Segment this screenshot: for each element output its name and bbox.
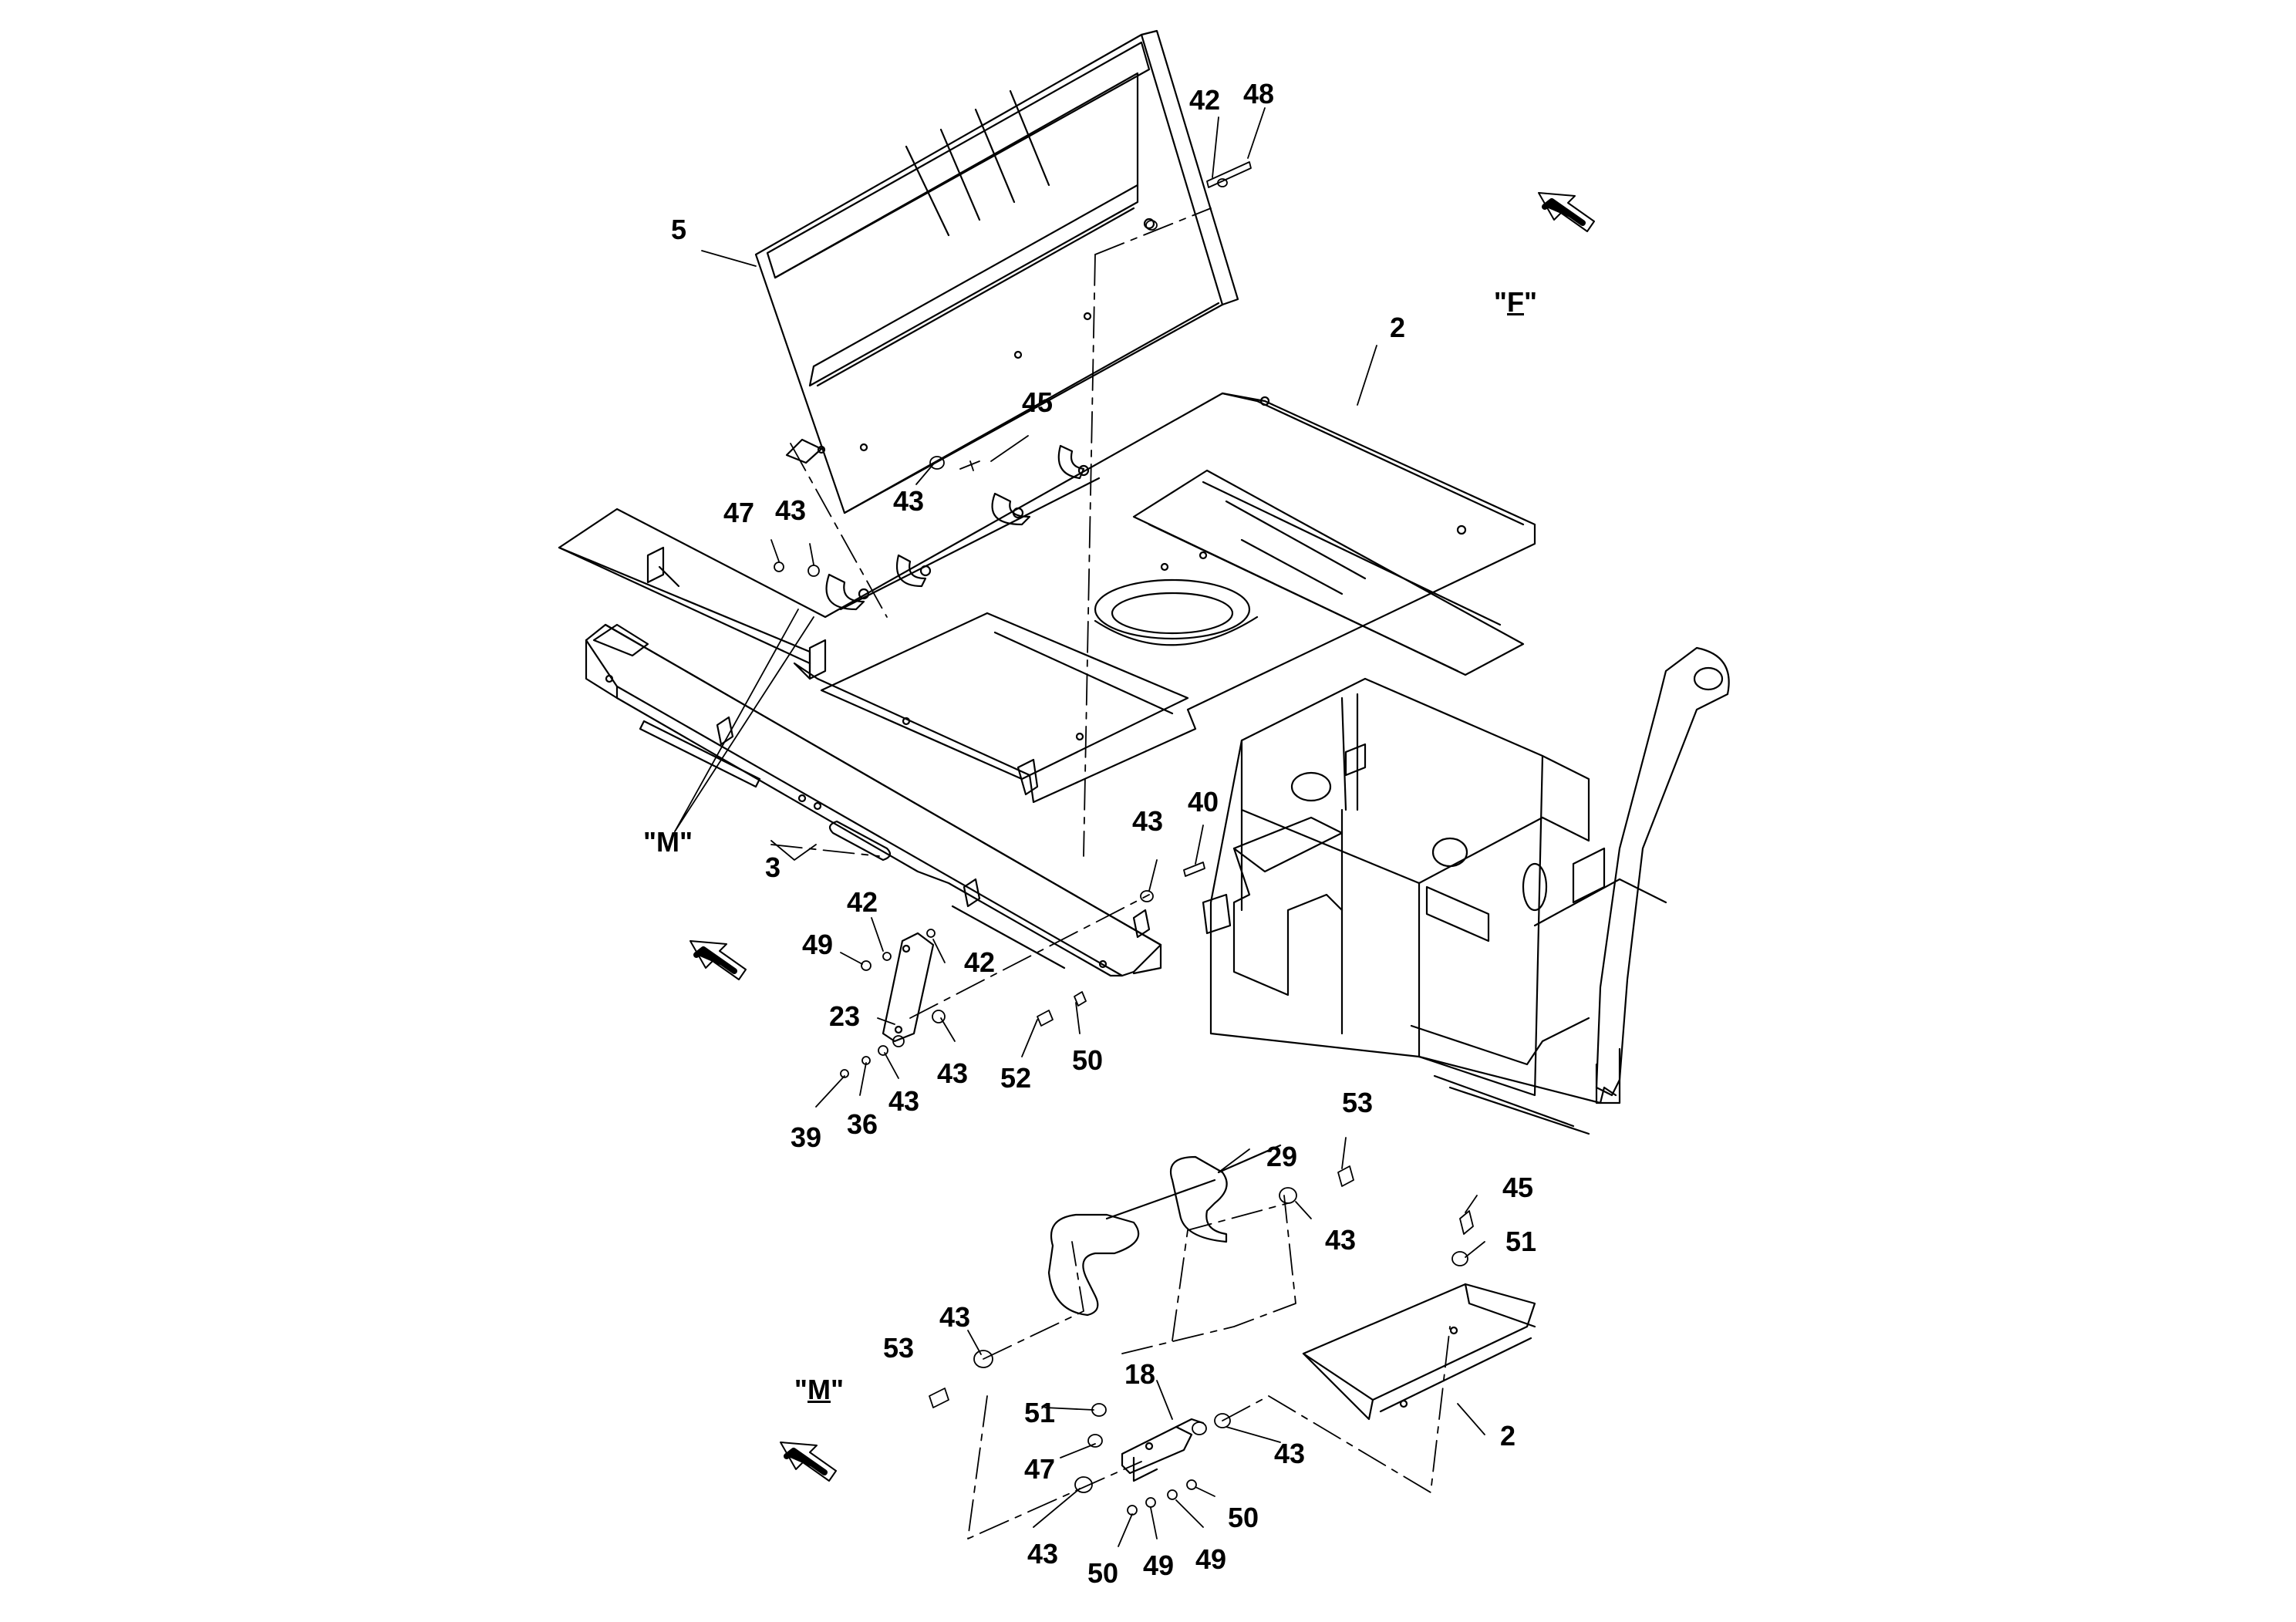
callout-2: 2: [1389, 312, 1406, 343]
callout-52: 52: [1000, 1062, 1032, 1094]
view-label-f: "F": [1494, 288, 1537, 316]
callout-42: 42: [846, 886, 878, 918]
view-label-f-open: ": [1493, 286, 1507, 318]
fasteners: [774, 161, 1474, 1516]
view-label-m-open: ": [794, 1374, 807, 1405]
leader-lines: [674, 107, 1485, 1547]
hinge-brackets-upper: [825, 444, 1101, 611]
callout-43: 43: [774, 494, 807, 526]
callout-36: 36: [846, 1108, 878, 1140]
part-5-cover-panel: [754, 29, 1239, 514]
callout-23: 23: [828, 1000, 861, 1032]
direction-arrow-icon: [780, 1442, 837, 1482]
part-3-rail: [585, 623, 1162, 977]
callout-47: 47: [723, 497, 755, 528]
callout-5: 5: [670, 214, 687, 245]
callout-53: 53: [882, 1332, 915, 1364]
callout-43: 43: [939, 1301, 971, 1333]
callout-43: 43: [1131, 805, 1164, 837]
callout-49: 49: [1142, 1549, 1175, 1581]
callout-45: 45: [1502, 1172, 1534, 1203]
callout-49: 49: [1195, 1543, 1227, 1575]
callout-48: 48: [1242, 78, 1275, 110]
callout-42: 42: [963, 946, 996, 978]
callout-43: 43: [1027, 1538, 1059, 1570]
callout-43: 43: [888, 1085, 920, 1117]
view-label-f-letter: F: [1507, 286, 1524, 318]
callout-43: 43: [892, 485, 925, 517]
callout-49: 49: [801, 929, 834, 960]
view-label-m-letter: M: [807, 1374, 831, 1405]
callout-3: 3: [764, 851, 781, 883]
direction-arrow-icon: [689, 940, 747, 980]
callout-2: 2: [1499, 1420, 1516, 1452]
view-label-m: "M": [794, 1376, 844, 1404]
callout-50: 50: [1071, 1044, 1104, 1076]
callout-50: 50: [1087, 1557, 1119, 1589]
phantom-lines: [770, 207, 1451, 1539]
callout-50: 50: [1227, 1502, 1259, 1533]
callout-39: 39: [790, 1121, 822, 1153]
detail-m-assembly: [1047, 1144, 1536, 1482]
callout-51: 51: [1505, 1226, 1537, 1257]
callout-43: 43: [1273, 1438, 1306, 1469]
callout-45: 45: [1021, 386, 1054, 418]
callout-18: 18: [1124, 1358, 1156, 1390]
view-label-m-close: ": [831, 1374, 845, 1405]
direction-arrow-icon: [1538, 192, 1595, 232]
frame-assembly: [1202, 646, 1730, 1135]
callout-40: 40: [1187, 786, 1219, 818]
callout-42: 42: [1188, 84, 1221, 116]
callout-29: 29: [1266, 1141, 1298, 1172]
callout-47: 47: [1023, 1453, 1056, 1485]
view-reference-m: "M": [642, 826, 693, 858]
part-23-bracket: [882, 932, 935, 1043]
callout-51: 51: [1023, 1397, 1056, 1428]
callout-53: 53: [1341, 1087, 1374, 1118]
part-2-base-plate: [558, 392, 1536, 804]
callout-43: 43: [1324, 1224, 1357, 1256]
view-label-f-close: ": [1524, 286, 1538, 318]
callout-43: 43: [936, 1057, 969, 1089]
